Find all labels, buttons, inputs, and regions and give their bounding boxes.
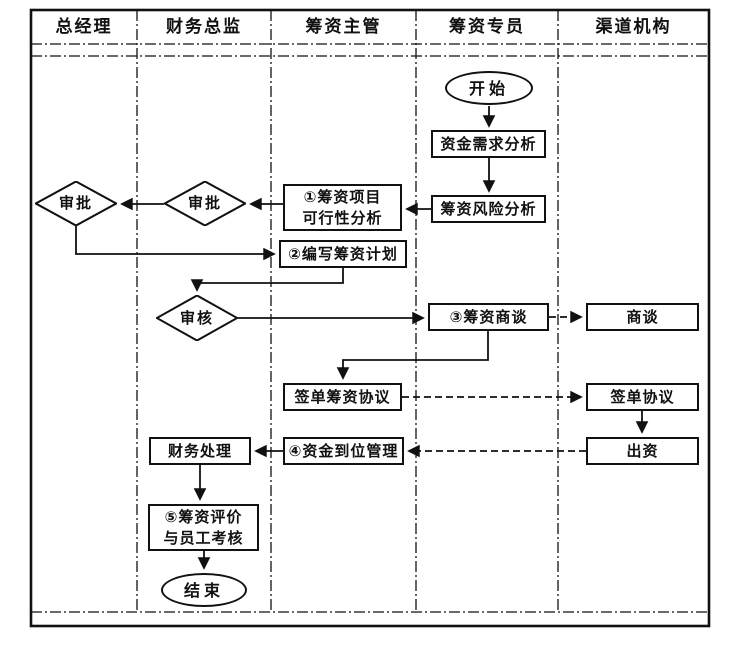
feasibility-analysis-line2: 可行性分析 xyxy=(302,208,383,227)
sign-financing-agreement-label: 签单筹资协议 xyxy=(294,387,391,406)
fund-contribution-label: 出资 xyxy=(626,441,659,460)
financial-processing-label: 财务处理 xyxy=(167,441,232,460)
review-diamond: 审核 xyxy=(156,295,238,341)
arrow-plan-to-review xyxy=(190,268,344,292)
lane-label-finance-director: 财务总监 xyxy=(166,17,242,37)
channel-negotiation-label: 商谈 xyxy=(626,307,659,326)
approval-gm-label: 审批 xyxy=(58,194,93,212)
financing-risk-analysis-label: 筹资风险分析 xyxy=(440,199,537,218)
approval-diamond-gm: 审批 xyxy=(35,181,117,226)
approval-cfo-label: 审批 xyxy=(187,194,222,212)
start-terminator: 开始 xyxy=(445,71,533,105)
write-financing-plan-label: ②编写筹资计划 xyxy=(288,244,398,263)
diamond-shape xyxy=(164,181,246,226)
financial-processing-box: 财务处理 xyxy=(149,437,251,465)
feasibility-analysis-line1: ①筹资项目 xyxy=(303,187,382,206)
evaluation-assessment-box: ⑤筹资评价 与员工考核 xyxy=(148,504,259,551)
financing-negotiation-box: ③筹资商谈 xyxy=(428,303,549,331)
approval-diamond-cfo: 审批 xyxy=(164,181,246,226)
lane-label-general-manager: 总经理 xyxy=(55,17,113,37)
channel-sign-agreement-label: 签单协议 xyxy=(610,387,675,406)
sign-financing-agreement-box: 签单筹资协议 xyxy=(283,383,402,411)
lane-label-financing-supervisor: 筹资主管 xyxy=(305,17,382,37)
financing-risk-analysis-box: 筹资风险分析 xyxy=(431,195,546,223)
channel-sign-agreement-box: 签单协议 xyxy=(586,383,699,411)
end-label: 结束 xyxy=(183,580,224,600)
channel-negotiation-box: 商谈 xyxy=(586,303,699,331)
arrow-negotiation-to-sign xyxy=(336,331,489,380)
lane-label-financing-specialist: 筹资专员 xyxy=(449,17,525,37)
lane-label-channel-institution: 渠道机构 xyxy=(595,17,672,37)
capital-demand-analysis-box: 资金需求分析 xyxy=(431,130,546,158)
fund-contribution-box: 出资 xyxy=(586,437,699,465)
financing-negotiation-label: ③筹资商谈 xyxy=(449,307,528,326)
feasibility-analysis-box: ①筹资项目 可行性分析 xyxy=(283,184,402,231)
start-label: 开始 xyxy=(468,78,509,98)
fund-arrival-management-box: ④资金到位管理 xyxy=(283,437,404,465)
evaluation-assessment-line1: ⑤筹资评价 xyxy=(164,507,243,526)
end-terminator: 结束 xyxy=(161,573,247,607)
write-financing-plan-box: ②编写筹资计划 xyxy=(279,240,407,268)
evaluation-assessment-line2: 与员工考核 xyxy=(163,528,244,547)
capital-demand-analysis-label: 资金需求分析 xyxy=(440,134,537,153)
fund-arrival-management-label: ④资金到位管理 xyxy=(288,441,399,460)
arrow-approve-gm-to-plan xyxy=(75,226,276,261)
diamond-shape xyxy=(156,295,238,341)
outer-frame xyxy=(29,8,711,628)
diamond-shape xyxy=(35,181,117,226)
review-label: 审核 xyxy=(179,308,214,327)
